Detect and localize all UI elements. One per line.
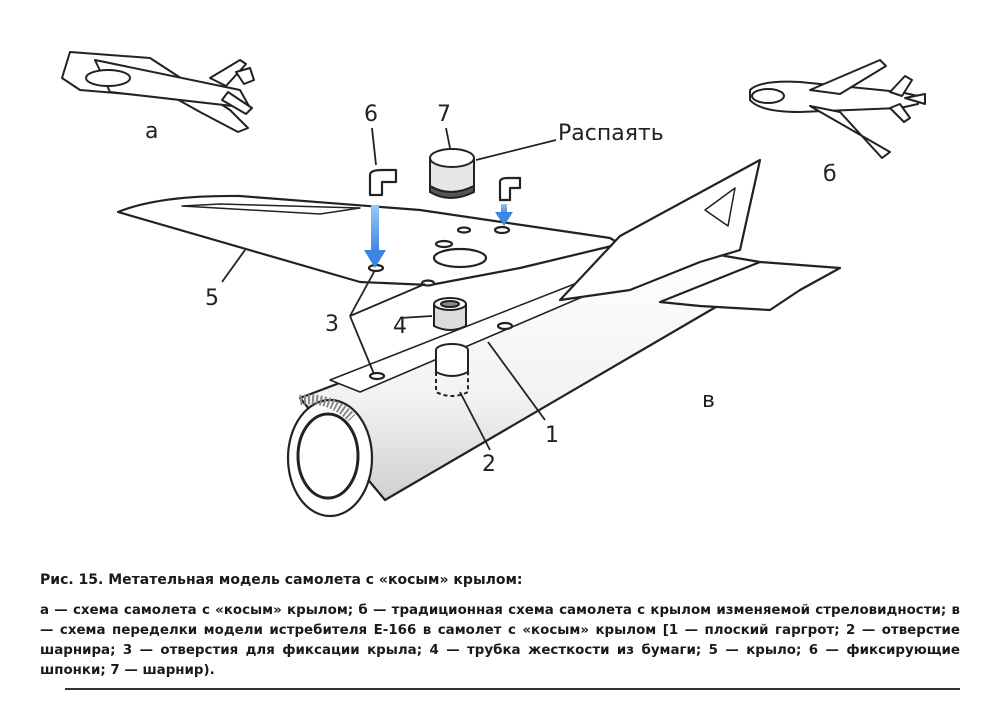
fuselage (286, 158, 842, 518)
label-v: в (702, 388, 715, 413)
hinge-7 (429, 148, 475, 199)
label-1: 1 (545, 423, 559, 448)
label-7: 7 (437, 102, 451, 127)
insertion-arrows (364, 204, 513, 268)
label-a: а (145, 119, 158, 144)
leader-lines (221, 127, 557, 451)
plane-variable-sweep-sketch (749, 59, 926, 159)
label-4: 4 (393, 314, 407, 339)
paper-tube-4 (433, 297, 467, 331)
plane-skew-wing-sketch (61, 51, 255, 133)
label-6: 6 (364, 102, 378, 127)
fixing-pins-6 (368, 168, 522, 202)
wing-5 (116, 194, 622, 287)
label-5: 5 (205, 286, 219, 311)
label-3: 3 (325, 312, 339, 337)
label-2: 2 (482, 452, 496, 477)
hinge-hole-2 (435, 343, 469, 397)
bottom-divider (65, 688, 960, 690)
caption-title: Рис. 15. Метательная модель самолета с «… (40, 572, 523, 588)
label-b: б (823, 162, 837, 187)
label-raspayat: Распаять (558, 121, 664, 146)
caption-body: а — схема самолета с «косым» крылом; б —… (40, 603, 960, 678)
diagram-figure: а б (61, 51, 926, 518)
